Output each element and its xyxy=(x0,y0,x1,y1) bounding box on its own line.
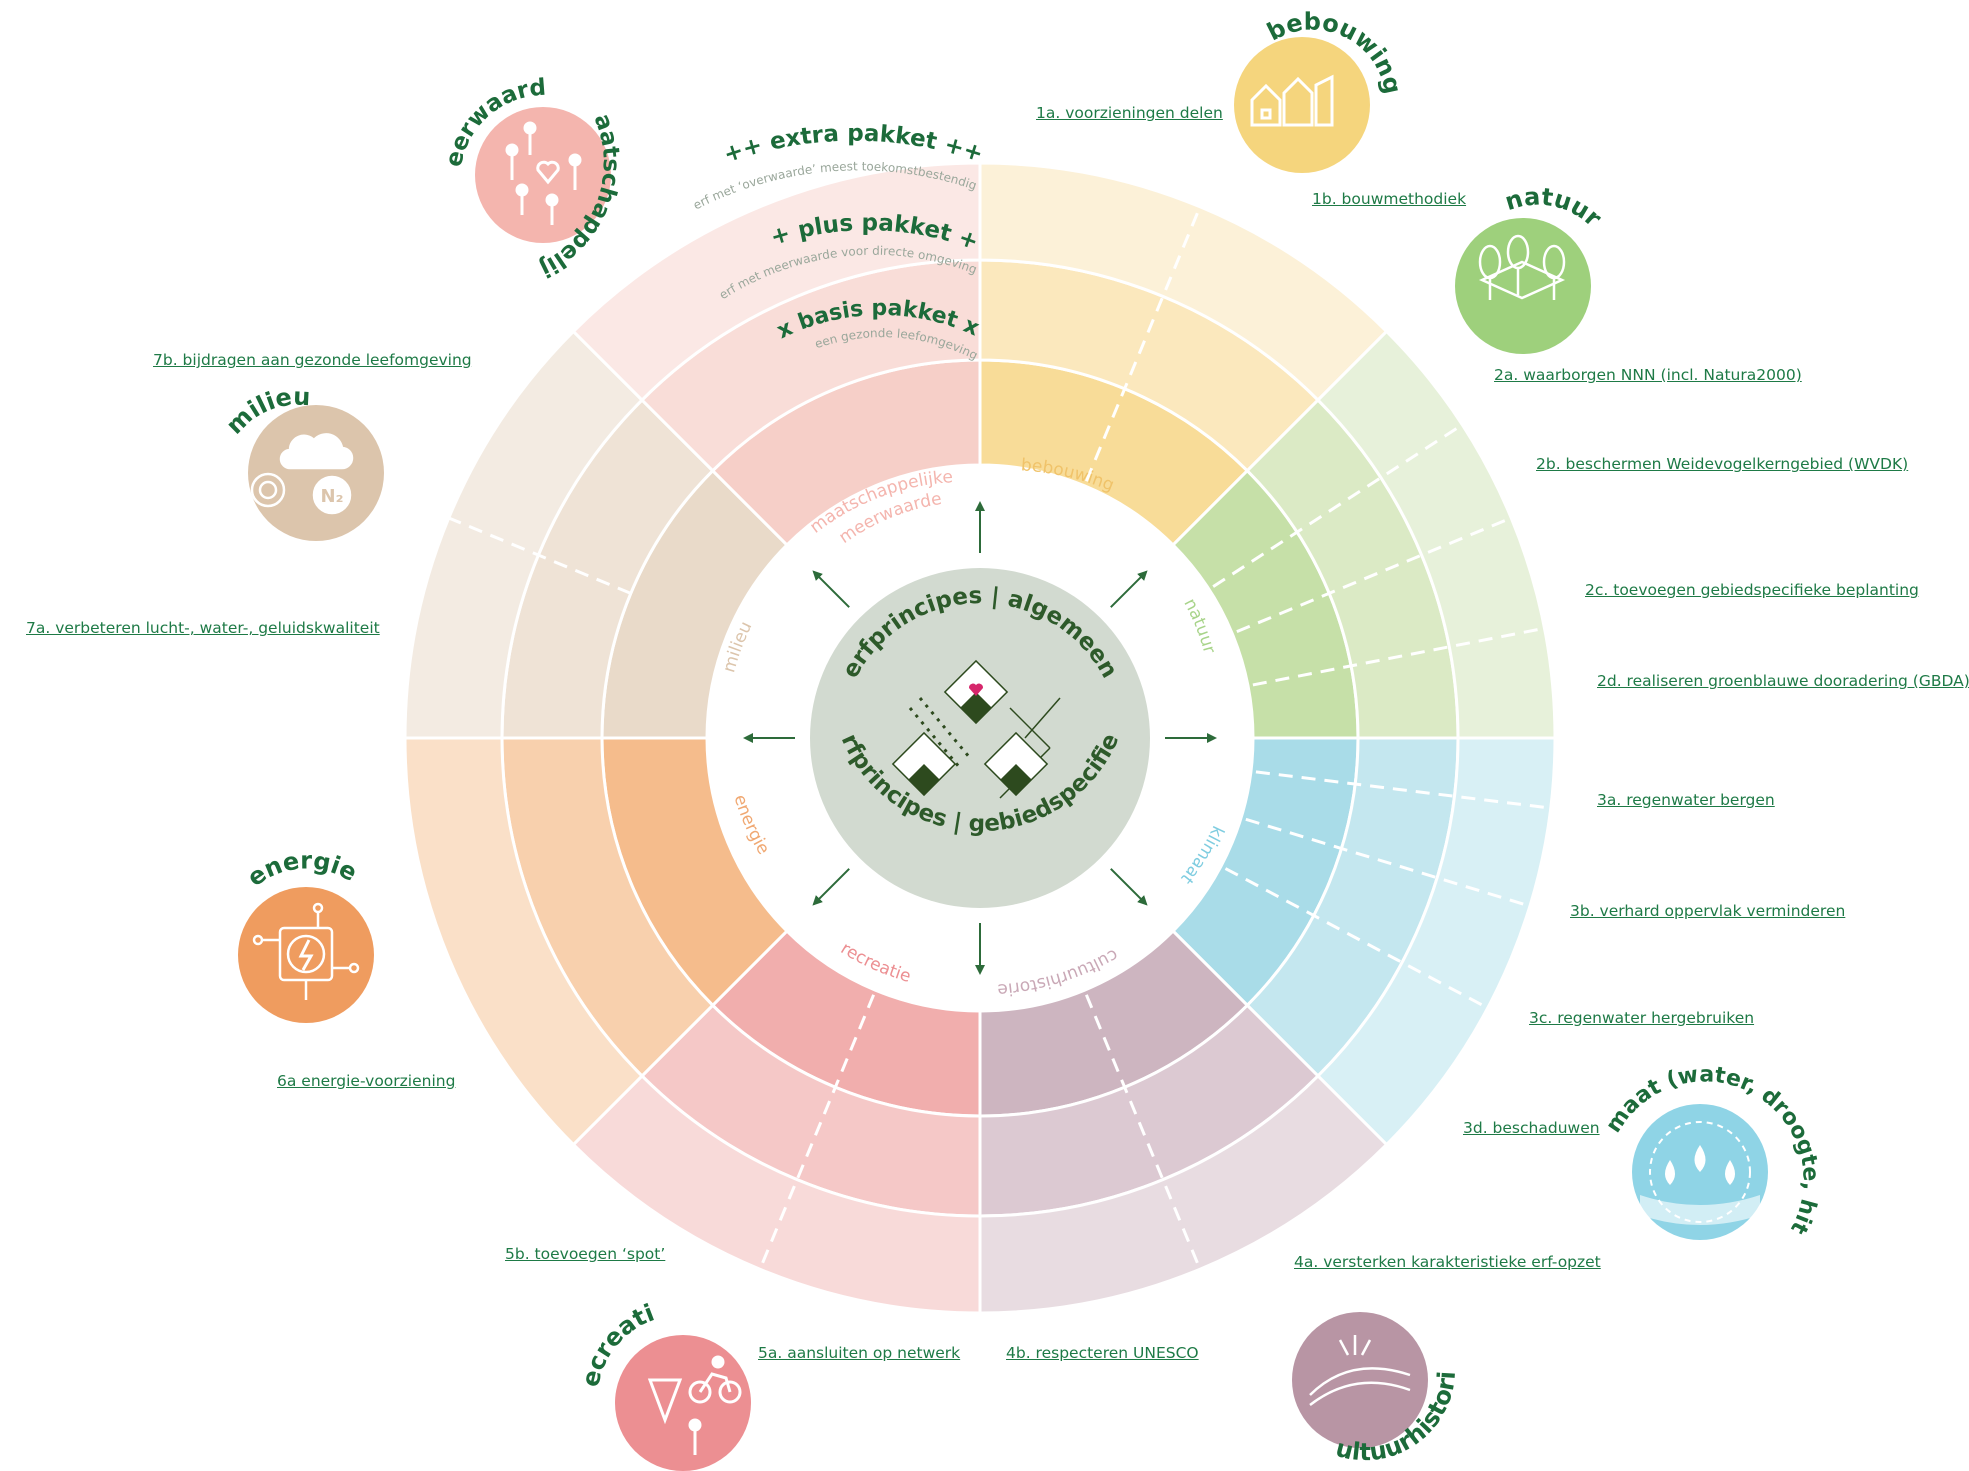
badge-natuur xyxy=(1455,218,1591,354)
klimaat-divider-1 xyxy=(1255,770,1551,810)
natuur-divider-3 xyxy=(1252,626,1545,687)
arrow-up-left xyxy=(812,570,850,608)
link-7a[interactable]: 7a. verbeteren lucht-, water-, geluidskw… xyxy=(26,619,380,637)
arrow-up-right xyxy=(1110,570,1148,608)
cloud-n2-icon xyxy=(250,433,354,515)
people-heart-icon xyxy=(505,121,582,225)
link-1a[interactable]: 1a. voorzieningen delen xyxy=(1036,104,1223,122)
link-2d[interactable]: 2d. realiseren groenblauwe dooradering (… xyxy=(1597,672,1969,690)
link-3a[interactable]: 3a. regenwater bergen xyxy=(1597,791,1775,809)
landscape-icon xyxy=(1309,1335,1411,1406)
recreatie-divider xyxy=(758,994,875,1270)
cyclist-icon xyxy=(647,1355,742,1455)
badge-recreatie xyxy=(615,1335,751,1471)
link-4a[interactable]: 4a. versterken karakteristieke erf-opzet xyxy=(1294,1253,1601,1271)
badge-bebouwing xyxy=(1234,37,1370,173)
badge-maatschappelijke-meerwaarde xyxy=(475,107,611,243)
inner-label-natuur: natuur xyxy=(1179,595,1219,656)
cultuurhistorie-divider xyxy=(1085,994,1202,1270)
link-3c[interactable]: 3c. regenwater hergebruiken xyxy=(1529,1009,1755,1027)
n2-symbol: N₂ xyxy=(321,486,344,507)
klimaat-divider-3 xyxy=(1224,867,1489,1010)
klimaat-divider-2 xyxy=(1245,817,1531,908)
natuur-divider-1 xyxy=(1212,423,1464,588)
link-7b[interactable]: 7b. bijdragen aan gezonde leefomgeving xyxy=(153,351,472,369)
farmyard-diagram-icon xyxy=(891,659,1061,799)
link-2c[interactable]: 2c. toevoegen gebiedspecifieke beplantin… xyxy=(1585,581,1919,599)
badge-milieu: N₂ xyxy=(248,405,384,541)
bebouwing-divider xyxy=(1085,206,1202,482)
link-1b[interactable]: 1b. bouwmethodiek xyxy=(1312,190,1467,208)
badge-title-meerwaarde-2: meerwaarde xyxy=(0,0,547,169)
inner-label-energie: energie xyxy=(729,792,773,858)
houses-icon xyxy=(1250,74,1334,127)
link-2a[interactable]: 2a. waarborgen NNN (incl. Natura2000) xyxy=(1494,366,1802,384)
link-3b[interactable]: 3b. verhard oppervlak verminderen xyxy=(1570,902,1846,920)
trees-icon xyxy=(1478,234,1566,300)
link-6a[interactable]: 6a energie-voorziening xyxy=(277,1072,456,1090)
link-5b[interactable]: 5b. toevoegen ‘spot’ xyxy=(505,1245,666,1263)
center-disc xyxy=(810,568,1150,908)
badge-klimaat xyxy=(1632,1104,1768,1240)
segment-maatschappelijke-meerwaarde-extra[interactable] xyxy=(571,161,982,403)
energy-circuit-icon xyxy=(252,902,360,1000)
arrow-down-right xyxy=(1110,868,1148,906)
center-arrows xyxy=(743,501,1217,975)
natuur-divider-2 xyxy=(1236,516,1512,633)
arrow-down-left xyxy=(812,868,850,906)
link-5a[interactable]: 5a. aansluiten op netwerk xyxy=(758,1344,961,1362)
link-2b[interactable]: 2b. beschermen Weidevogelkerngebied (WVD… xyxy=(1536,455,1909,473)
link-4b[interactable]: 4b. respecteren UNESCO xyxy=(1006,1344,1199,1362)
badge-energie xyxy=(238,887,374,1023)
badge-cultuurhistorie xyxy=(1292,1312,1428,1448)
water-drops-icon xyxy=(1640,1145,1760,1225)
link-3d[interactable]: 3d. beschaduwen xyxy=(1463,1119,1600,1137)
badge-title-energie: energie xyxy=(242,846,361,892)
milieu-divider xyxy=(448,516,632,595)
